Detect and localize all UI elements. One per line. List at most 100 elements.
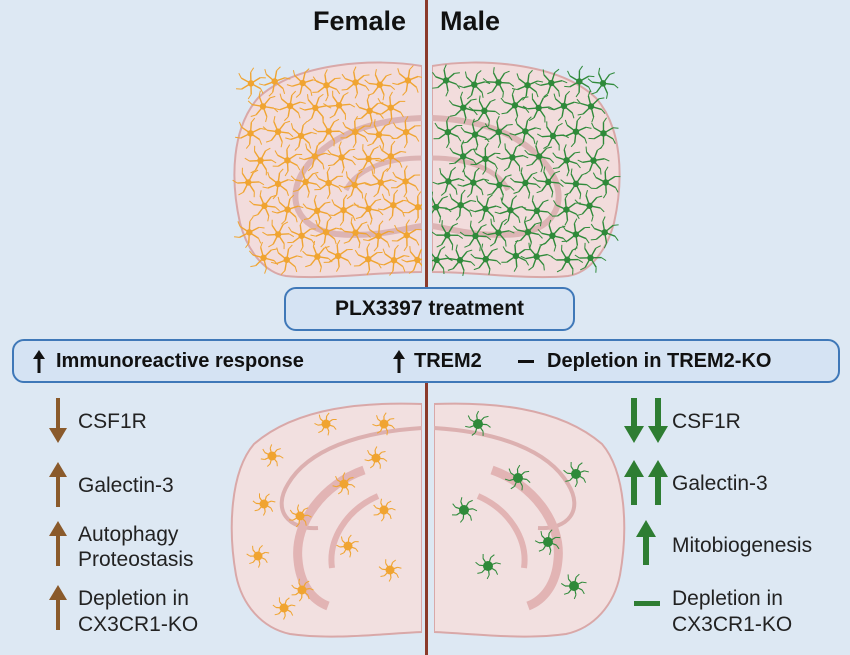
green-down-arrow-icon	[648, 398, 668, 443]
microglia-cell	[246, 545, 270, 568]
green-up-arrow-icon	[624, 460, 644, 505]
microglia-cell	[574, 242, 607, 273]
sex-divider-bottom	[425, 380, 428, 655]
microglia-cell	[449, 140, 478, 173]
microglia-cell	[235, 117, 266, 149]
microglia-cell	[260, 444, 284, 467]
microglia-cell	[475, 553, 501, 580]
green-dash-icon	[634, 601, 660, 606]
microglia-cell	[392, 65, 422, 96]
microglia-cell	[535, 68, 568, 98]
microglia-cell	[564, 65, 595, 98]
microglia-cell	[353, 243, 383, 276]
microglia-cell	[289, 504, 312, 528]
microglia-cell	[258, 66, 291, 97]
trem2-label: TREM2	[414, 349, 482, 372]
female-csf1r-label: CSF1R	[78, 410, 147, 433]
microglia-cell	[574, 189, 605, 222]
microglia-cell	[314, 166, 343, 200]
microglia-cell	[509, 167, 541, 199]
microglia-cell	[536, 121, 569, 151]
microglia-cell	[590, 166, 621, 199]
microglia-cell	[378, 244, 410, 276]
microglia-cell	[378, 559, 402, 582]
microglia-cell	[590, 216, 619, 249]
microglia-cell	[432, 166, 465, 196]
microglia-cell	[532, 166, 564, 198]
microglia-cell	[232, 167, 265, 198]
female-sparse-microglia	[246, 412, 402, 620]
microglia-cell	[302, 240, 333, 273]
microglia-cell	[377, 189, 409, 221]
sex-divider-top	[425, 0, 428, 290]
microglia-cell	[433, 116, 463, 149]
microglia-cell	[364, 168, 397, 198]
microglia-cell	[402, 191, 422, 224]
microglia-cell	[352, 144, 385, 174]
microglia-cell	[353, 192, 384, 225]
microglia-cell	[451, 497, 478, 523]
microglia-cell	[247, 90, 279, 123]
microglia-cell	[458, 70, 491, 100]
microglia-cell	[484, 169, 515, 201]
microglia-cell	[314, 412, 337, 436]
microglia-cell	[340, 217, 371, 249]
microglia-cell	[375, 140, 407, 172]
microglia-cell	[432, 220, 464, 251]
microglia-cell	[327, 141, 356, 174]
female-microglia-network	[232, 65, 422, 276]
microglia-cell	[298, 141, 331, 172]
microglia-cell	[465, 410, 491, 436]
microglia-cell	[445, 189, 477, 221]
microglia-cell	[561, 218, 591, 251]
microglia-cell	[391, 219, 422, 252]
microglia-cell	[457, 167, 490, 198]
microglia-cell	[252, 493, 276, 516]
microglia-cell	[274, 90, 306, 122]
microglia-cell	[291, 578, 314, 602]
microglia-cell	[551, 193, 581, 226]
microglia-cell	[520, 242, 553, 271]
microglia-cell	[537, 219, 568, 252]
microglia-cell	[470, 243, 502, 275]
microglia-cell	[504, 464, 531, 491]
microglia-cell	[233, 216, 265, 249]
microglia-cell	[376, 91, 406, 124]
female-brain-hemisphere-top	[232, 61, 422, 279]
microglia-cell	[459, 220, 492, 252]
microglia-cell	[310, 216, 342, 248]
male-depletion-label-line1: Depletion in	[672, 587, 783, 610]
depletion-trem2-label: Depletion in TREM2-KO	[547, 349, 772, 372]
green-up-arrow-icon	[648, 460, 668, 505]
black-up-arrow-icon	[33, 350, 45, 373]
brown-up-arrow-icon	[49, 585, 67, 630]
microglia-cell	[262, 116, 294, 148]
microglia-cell	[432, 191, 452, 223]
microglia-cell	[262, 219, 295, 250]
microglia-cell	[468, 95, 501, 127]
microglia-cell	[270, 244, 303, 275]
microglia-cell	[302, 194, 332, 227]
microglia-cell	[494, 195, 527, 226]
microglia-cell	[509, 116, 542, 147]
microglia-cell	[484, 115, 513, 149]
microglia-cell	[551, 244, 584, 275]
microglia-cell	[560, 168, 592, 200]
microglia-cell	[336, 534, 359, 558]
microglia-cell	[262, 168, 294, 200]
microglia-cell	[355, 94, 384, 127]
brown-up-arrow-icon	[49, 462, 67, 507]
female-proteostasis-label: Proteostasis	[78, 548, 194, 571]
male-heading: Male	[440, 6, 501, 36]
microglia-cell	[448, 91, 478, 124]
microglia-cell	[391, 116, 421, 149]
microglia-cell	[511, 69, 544, 101]
black-up-arrow-icon	[393, 350, 405, 373]
black-dash-icon	[518, 360, 534, 363]
microglia-cell	[244, 145, 277, 176]
microglia-cell	[548, 90, 580, 122]
microglia-cell	[249, 190, 280, 222]
male-microglia-network	[432, 64, 621, 276]
immunoreactive-label: Immunoreactive response	[56, 349, 304, 372]
microglia-cell	[364, 69, 396, 101]
